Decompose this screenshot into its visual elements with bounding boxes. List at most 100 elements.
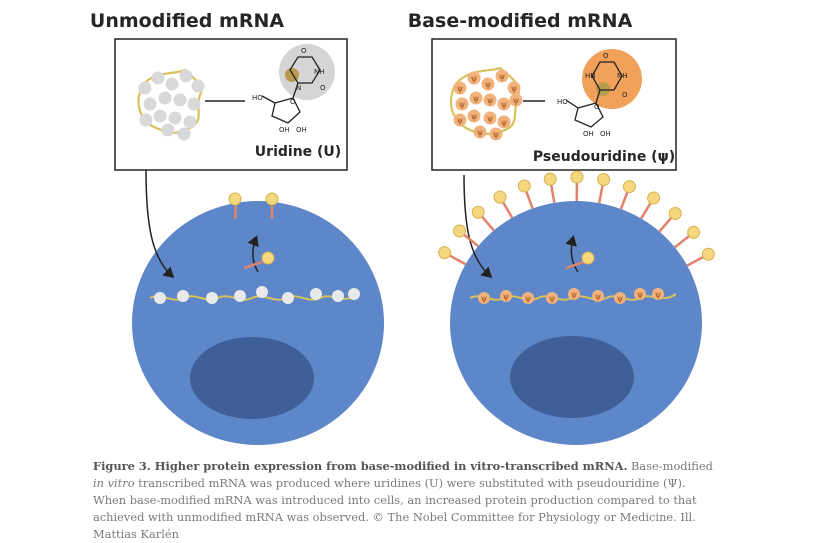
uridine-base-dot bbox=[184, 116, 197, 129]
uridine-label: Uridine (U) bbox=[255, 144, 341, 160]
membrane-protein-stem bbox=[482, 217, 494, 231]
uridine-base-dot bbox=[159, 92, 172, 105]
uridine-atom-oh-left: OH bbox=[279, 126, 290, 134]
psi-atom-o-right: O bbox=[622, 91, 628, 99]
strand-uridine-dot bbox=[177, 290, 189, 302]
strand-uridine-dot bbox=[282, 292, 294, 304]
left-panel-title: Unmodified mRNA bbox=[90, 10, 284, 32]
psi-atom-o-top: O bbox=[603, 52, 609, 60]
psi-atom-hn: HN bbox=[585, 72, 596, 80]
psi-symbol: ψ bbox=[513, 96, 519, 105]
psi-atom-o-ring: O bbox=[594, 103, 600, 111]
psi-symbol: ψ bbox=[501, 100, 507, 109]
uridine-base-dot bbox=[174, 94, 187, 107]
membrane-protein-head bbox=[688, 226, 700, 238]
caption-text-2: transcribed mRNA was produced where urid… bbox=[93, 476, 697, 541]
strand-uridine-dot bbox=[310, 288, 322, 300]
membrane-protein-head bbox=[571, 171, 583, 183]
psi-symbol: ψ bbox=[511, 84, 517, 93]
membrane-protein-stem bbox=[675, 236, 689, 247]
psi-symbol: ψ bbox=[471, 74, 477, 83]
membrane-protein-stem bbox=[526, 192, 532, 209]
psi-symbol: ψ bbox=[499, 72, 505, 81]
membrane-protein-stem bbox=[599, 185, 602, 203]
membrane-protein-head bbox=[598, 174, 610, 186]
caption-text-1: Base-modified bbox=[627, 459, 712, 473]
uridine-atom-o-top: O bbox=[301, 47, 307, 55]
strand-psi-symbol: ψ bbox=[595, 292, 601, 301]
uridine-base-dot bbox=[192, 80, 205, 93]
membrane-protein-head bbox=[669, 207, 681, 219]
figure-caption: Figure 3. Higher protein expression from… bbox=[93, 458, 718, 543]
strand-psi-symbol: ψ bbox=[503, 292, 509, 301]
strand-uridine-dot bbox=[348, 288, 360, 300]
membrane-protein-stem bbox=[551, 185, 554, 203]
psi-symbol: ψ bbox=[457, 116, 463, 125]
strand-psi-symbol: ψ bbox=[617, 294, 623, 303]
strand-uridine-dot bbox=[332, 290, 344, 302]
uridine-base-dot bbox=[169, 112, 182, 125]
caption-bold: Figure 3. Higher protein expression from… bbox=[93, 459, 627, 473]
uridine-base-dot bbox=[180, 70, 193, 83]
psi-symbol: ψ bbox=[493, 130, 499, 139]
psi-symbol: ψ bbox=[477, 128, 483, 137]
psi-symbol: ψ bbox=[473, 94, 479, 103]
membrane-protein-stem bbox=[503, 202, 512, 218]
membrane-protein-head bbox=[472, 206, 484, 218]
strand-psi-symbol: ψ bbox=[525, 294, 531, 303]
left-cell-nucleus bbox=[190, 337, 314, 419]
strand-psi-symbol: ψ bbox=[655, 290, 661, 299]
membrane-protein-stem bbox=[641, 203, 650, 218]
caption-italic: in vitro bbox=[93, 476, 135, 490]
psi-atom-ho: HO bbox=[557, 98, 568, 106]
left-cell bbox=[132, 170, 384, 445]
membrane-protein-stem bbox=[621, 192, 627, 209]
psi-symbol: ψ bbox=[487, 96, 493, 105]
uridine-base-dot bbox=[154, 110, 167, 123]
pseudouridine-label: Pseudouridine (ψ) bbox=[533, 149, 675, 165]
uridine-atom-nh: NH bbox=[314, 68, 325, 76]
uridine-atom-n: N bbox=[296, 84, 301, 92]
psi-atom-oh-left: OH bbox=[583, 130, 594, 138]
strand-psi-symbol: ψ bbox=[481, 294, 487, 303]
strand-uridine-dot bbox=[234, 290, 246, 302]
psi-atom-nh: NH bbox=[617, 72, 628, 80]
uridine-base-dot bbox=[178, 128, 191, 141]
strand-uridine-dot bbox=[206, 292, 218, 304]
psi-symbol: ψ bbox=[501, 118, 507, 127]
membrane-protein-stem bbox=[450, 256, 466, 265]
uridine-base-dot bbox=[166, 78, 179, 91]
membrane-protein-head bbox=[518, 180, 530, 192]
membrane-protein-head bbox=[544, 173, 556, 185]
psi-atom-oh-right: OH bbox=[600, 130, 611, 138]
psi-symbol: ψ bbox=[471, 112, 477, 121]
membrane-protein-head bbox=[623, 181, 635, 193]
membrane-protein-head bbox=[454, 225, 466, 237]
strand-psi-symbol: ψ bbox=[571, 290, 577, 299]
membrane-protein-head bbox=[702, 248, 714, 260]
strand-psi-symbol: ψ bbox=[549, 294, 555, 303]
membrane-protein-head bbox=[648, 192, 660, 204]
membrane-protein-head bbox=[494, 191, 506, 203]
uridine-atom-oh-right: OH bbox=[296, 126, 307, 134]
psi-symbol: ψ bbox=[485, 80, 491, 89]
right-cell-nucleus bbox=[510, 336, 634, 418]
uridine-atom-ho: HO bbox=[252, 94, 263, 102]
uridine-atom-o-right: O bbox=[320, 84, 326, 92]
uridine-base-dot bbox=[140, 114, 153, 127]
uridine-base-dot bbox=[152, 72, 165, 85]
psi-symbol: ψ bbox=[459, 100, 465, 109]
membrane-protein-stem bbox=[687, 257, 703, 265]
strand-psi-symbol: ψ bbox=[637, 290, 643, 299]
uridine-base-dot bbox=[188, 98, 201, 111]
strand-uridine-dot bbox=[154, 292, 166, 304]
uridine-base-dot bbox=[162, 124, 175, 137]
membrane-protein-head bbox=[439, 247, 451, 259]
strand-uridine-dot bbox=[256, 286, 268, 298]
psi-symbol: ψ bbox=[457, 84, 463, 93]
figure-diagram: Unmodified mRNA Base-modified mRNA NH O … bbox=[0, 0, 819, 450]
uridine-atom-o-ring: O bbox=[290, 98, 296, 106]
psi-symbol: ψ bbox=[487, 114, 493, 123]
membrane-protein-stem bbox=[659, 218, 671, 232]
